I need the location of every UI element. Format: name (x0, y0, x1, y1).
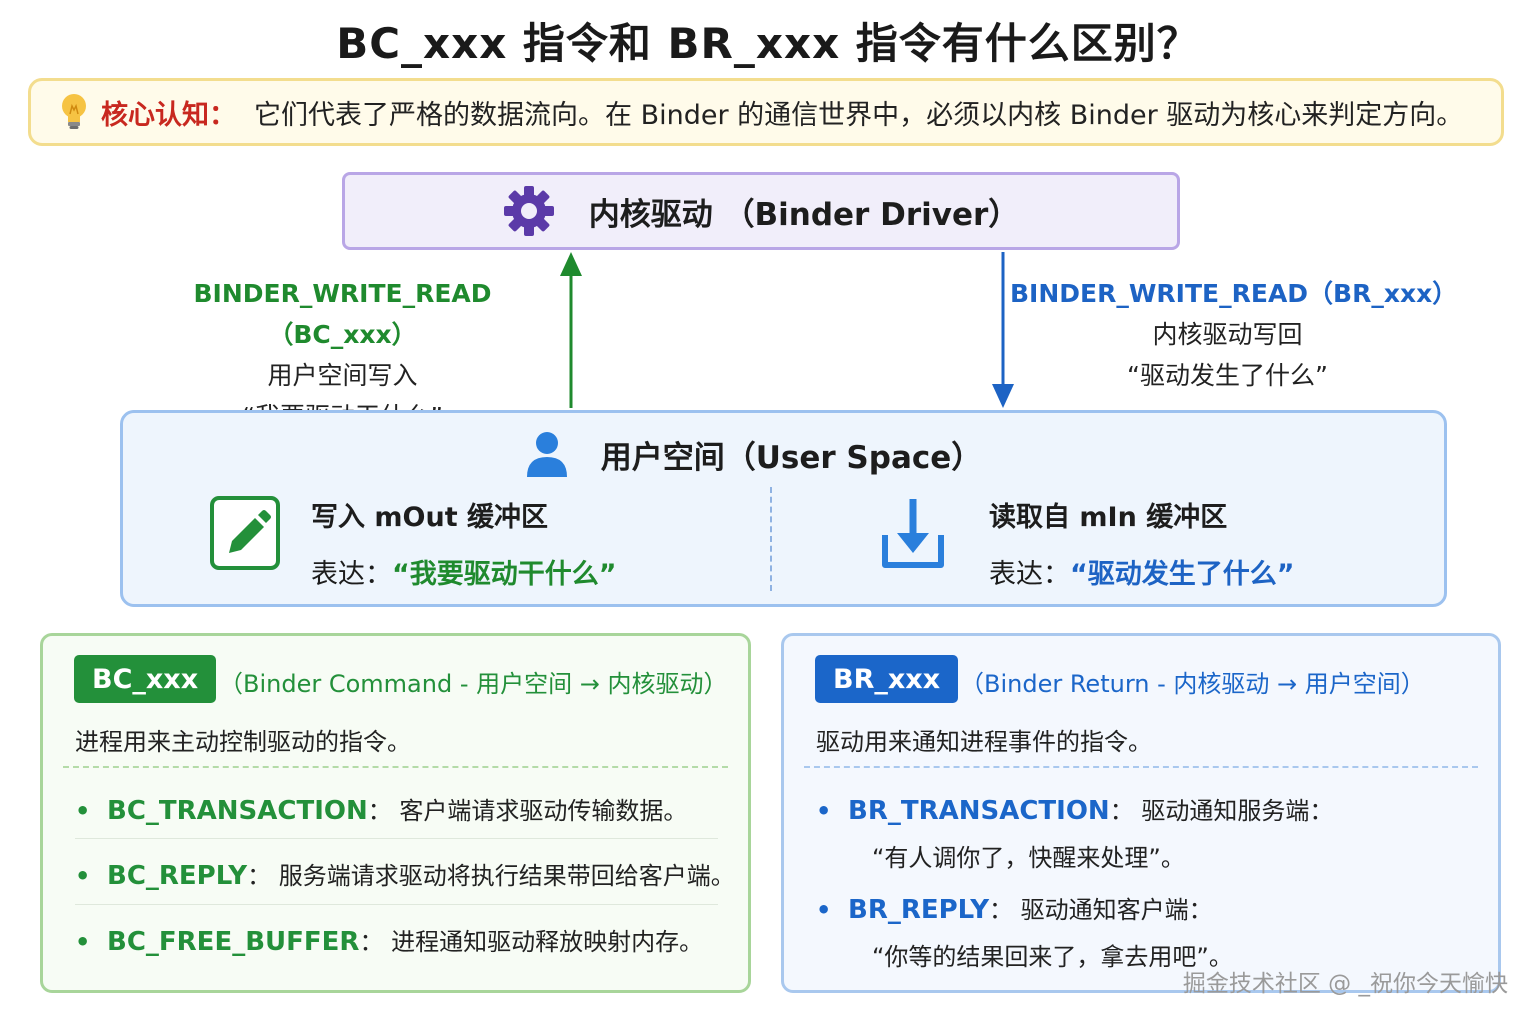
bc-badge: BC_xxx (74, 655, 217, 703)
bc-item-text: ： 服务端请求驱动将执行结果带回给客户端。 (247, 862, 735, 890)
bc-item-name: BC_TRANSACTION (107, 796, 368, 826)
return-command-label: BINDER_WRITE_READ（BR_xxx） (1010, 279, 1458, 308)
lightbulb-icon (62, 94, 86, 129)
br-return-panel: BR_xxx （Binder Return - 内核驱动 → 用户空间） 驱动用… (781, 633, 1501, 993)
core-insight-label: 核心认知： (101, 99, 236, 131)
br-item-text: ： 驱动通知客户端： (989, 896, 1213, 924)
bc-item-name: BC_FREE_BUFFER (107, 927, 360, 957)
write-command-label: BINDER_WRITE_READ（BC_xxx） (193, 279, 492, 349)
kernel-driver-title: 内核驱动 （Binder Driver） (588, 196, 1020, 233)
bullet-icon: • (75, 862, 91, 890)
br-item-quote: “你等的结果回来了，拿去用吧”。 (872, 943, 1233, 971)
bullet-icon: • (75, 797, 91, 825)
write-expression-quote: “我要驱动干什么” (392, 559, 617, 590)
br-badge: BR_xxx (815, 655, 959, 703)
bc-item-text: ： 客户端请求驱动传输数据。 (367, 797, 688, 825)
bc-item-separator (75, 904, 718, 905)
user-space-divider (770, 487, 772, 591)
core-insight-banner: 核心认知： 它们代表了严格的数据流向。在 Binder 的通信世界中，必须以内核… (28, 78, 1504, 146)
page-title: BC_xxx 指令和 BR_xxx 指令有什么区别？ (336, 19, 1200, 68)
br-item-text: ： 驱动通知服务端： (1109, 797, 1334, 825)
br-subtitle: （Binder Return - 内核驱动 → 用户空间） (960, 670, 1425, 698)
bc-description: 进程用来主动控制驱动的指令。 (75, 728, 411, 756)
bullet-icon: • (75, 928, 91, 956)
core-insight-text: 它们代表了严格的数据流向。在 Binder 的通信世界中，必须以内核 Binde… (254, 99, 1464, 131)
read-buffer-expression: 表达：“驱动发生了什么” (989, 552, 1295, 591)
br-item-quote: “有人调你了，快醒来处理”。 (872, 844, 1185, 872)
user-space-title: 用户空间（User Space） (600, 439, 983, 476)
user-icon (526, 432, 567, 477)
write-buffer-block: 写入 mOut 缓冲区 表达：“我要驱动干什么” (311, 495, 617, 591)
kernel-driver-box: 内核驱动 （Binder Driver） (342, 172, 1180, 250)
user-space-box: 用户空间（User Space） 写入 mOut 缓冲区 表达：“我要驱动干什么… (120, 410, 1447, 607)
read-expression-prefix: 表达： (989, 559, 1070, 590)
bc-list-item: • BC_FREE_BUFFER： 进程通知驱动释放映射内存。 (75, 922, 703, 957)
bc-list-item: • BC_REPLY： 服务端请求驱动将执行结果带回给客户端。 (75, 856, 735, 891)
bc-item-text: ： 进程通知驱动释放映射内存。 (359, 928, 704, 956)
return-quote: “驱动发生了什么” (1127, 361, 1328, 390)
br-divider (804, 766, 1478, 768)
read-expression-quote: “驱动发生了什么” (1070, 559, 1295, 590)
br-item-name: BR_TRANSACTION (848, 796, 1110, 826)
write-arrow-head (560, 252, 582, 276)
return-direction-note: BINDER_WRITE_READ（BR_xxx） 内核驱动写回 “驱动发生了什… (1010, 273, 1458, 396)
bc-list-item: • BC_TRANSACTION： 客户端请求驱动传输数据。 (75, 791, 687, 826)
watermark: 掘金技术社区 @ _祝你今天愉快 (1182, 971, 1508, 997)
read-buffer-title: 读取自 mIn 缓冲区 (989, 502, 1228, 533)
return-description: 内核驱动写回 (1152, 320, 1303, 349)
pencil-edit-icon (210, 496, 280, 570)
br-list-item: • BR_REPLY： 驱动通知客户端： “你等的结果回来了，拿去用吧”。 (816, 890, 1233, 972)
download-icon (882, 499, 944, 568)
br-description: 驱动用来通知进程事件的指令。 (816, 728, 1152, 756)
read-buffer-block: 读取自 mIn 缓冲区 表达：“驱动发生了什么” (989, 495, 1295, 591)
br-item-name: BR_REPLY (848, 895, 990, 925)
write-buffer-title: 写入 mOut 缓冲区 (311, 502, 549, 533)
br-list-item: • BR_TRANSACTION： 驱动通知服务端： “有人调你了，快醒来处理”。 (816, 791, 1333, 873)
bc-item-separator (75, 838, 718, 839)
gear-icon (503, 186, 554, 236)
user-space-header: 用户空间（User Space） (123, 431, 1444, 477)
write-description: 用户空间写入 (267, 361, 418, 390)
write-expression-prefix: 表达： (311, 559, 392, 590)
bc-command-panel: BC_xxx （Binder Command - 用户空间 → 内核驱动） 进程… (40, 633, 751, 993)
write-buffer-expression: 表达：“我要驱动干什么” (311, 552, 617, 591)
bullet-icon: • (816, 797, 832, 825)
bc-item-name: BC_REPLY (107, 861, 248, 891)
bc-subtitle: （Binder Command - 用户空间 → 内核驱动） (219, 670, 728, 698)
bc-divider (63, 766, 728, 768)
bullet-icon: • (816, 896, 832, 924)
